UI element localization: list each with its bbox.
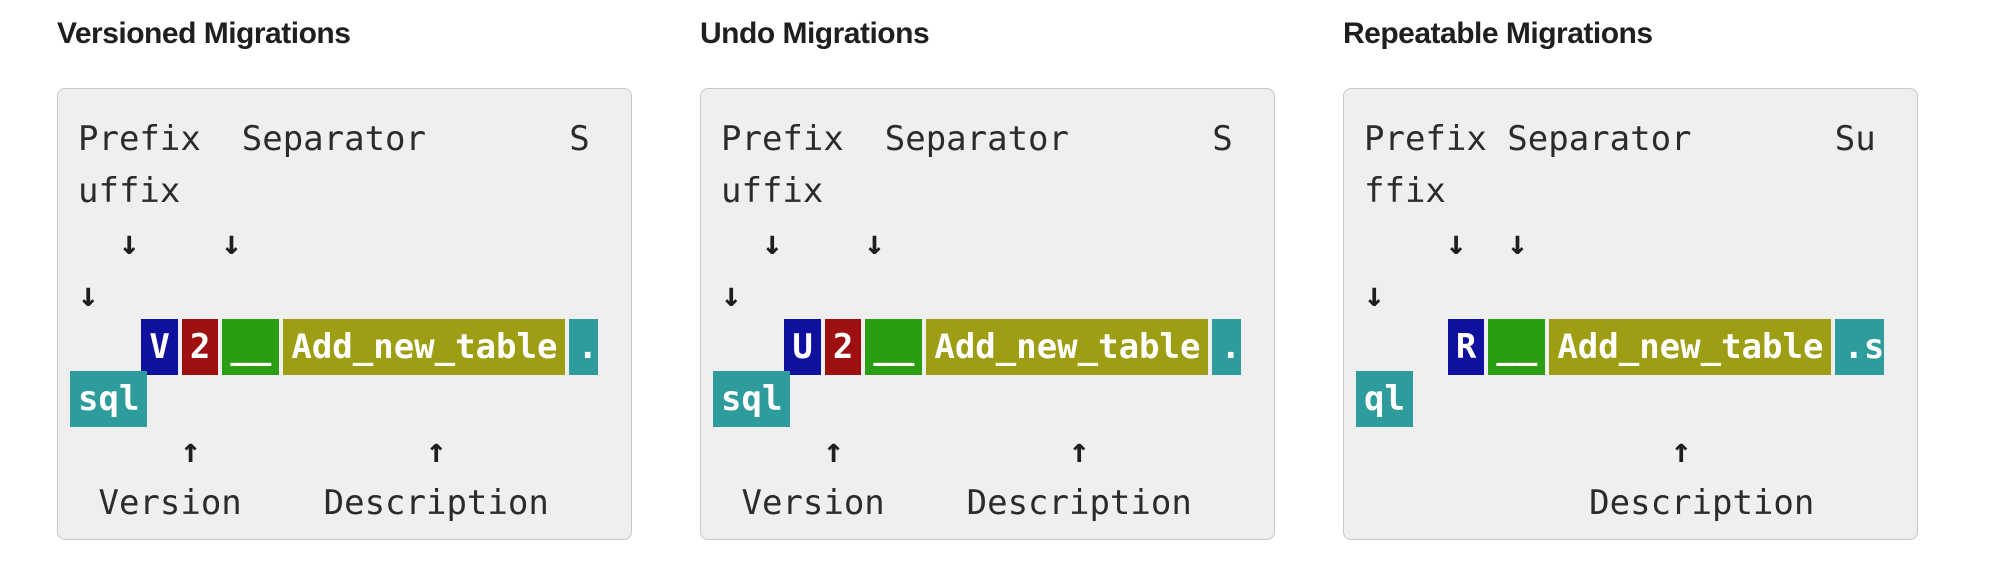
top-labels-line-1: Prefix Separator Su — [1364, 119, 1876, 159]
bottom-labels: Version Description — [78, 483, 549, 523]
suffix-segment-wrapped: sql — [713, 371, 791, 427]
migration-naming-diagrams: Versioned Migrations Prefix Separator S … — [57, 16, 1918, 540]
separator-segment: __ — [222, 319, 280, 375]
repeatable-migrations-section: Repeatable Migrations Prefix Separator S… — [1343, 16, 1918, 540]
suffix-segment-start: . — [1212, 319, 1241, 375]
suffix-segment-wrapped: ql — [1356, 371, 1413, 427]
separator-segment: __ — [865, 319, 923, 375]
prefix-segment: V — [141, 319, 178, 375]
undo-migrations-section: Undo Migrations Prefix Separator S uffix… — [700, 16, 1275, 540]
top-labels-line-2: ffix — [1364, 171, 1446, 211]
down-arrow-suffix: ↓ — [721, 275, 742, 315]
down-arrow-suffix: ↓ — [1364, 275, 1385, 315]
down-arrows-row-1: ↓ ↓ — [78, 223, 242, 263]
filename-wrap-line: sql — [713, 371, 1264, 427]
prefix-segment: R — [1447, 319, 1485, 375]
description-segment: Add_new_table — [1549, 319, 1832, 375]
version-segment: 2 — [181, 319, 219, 375]
version-segment: 2 — [824, 319, 862, 375]
up-arrows-row: ↑ ↑ — [721, 431, 1090, 471]
bottom-labels: Description — [1364, 483, 1815, 523]
top-labels-line-1: Prefix Separator S — [721, 119, 1233, 159]
up-arrows-row: ↑ ↑ — [78, 431, 447, 471]
filename-indent — [78, 327, 139, 367]
bottom-labels: Version Description — [721, 483, 1192, 523]
down-arrow-suffix: ↓ — [78, 275, 99, 315]
prefix-segment: U — [784, 319, 821, 375]
separator-segment: __ — [1488, 319, 1546, 375]
repeatable-migrations-panel: Prefix Separator Su ffix ↓ ↓ ↓ R__Add_ne… — [1343, 88, 1918, 540]
suffix-segment-start: . — [569, 319, 598, 375]
undo-migrations-title: Undo Migrations — [700, 17, 930, 50]
top-labels-line-2: uffix — [78, 171, 181, 211]
filename-indent — [721, 327, 782, 367]
suffix-segment-wrapped: sql — [70, 371, 148, 427]
top-labels-line-2: uffix — [721, 171, 824, 211]
repeatable-migrations-title: Repeatable Migrations — [1343, 17, 1653, 50]
top-labels-line-1: Prefix Separator S — [78, 119, 590, 159]
filename-indent — [1364, 327, 1446, 367]
down-arrows-row-1: ↓ ↓ — [721, 223, 885, 263]
down-arrows-row-1: ↓ ↓ — [1364, 223, 1528, 263]
description-segment: Add_new_table — [283, 319, 566, 375]
filename-wrap-line: ql — [1356, 371, 1907, 427]
filename-line: R__Add_new_table.s — [1364, 319, 1907, 375]
description-segment: Add_new_table — [926, 319, 1209, 375]
versioned-migrations-section: Versioned Migrations Prefix Separator S … — [57, 16, 632, 540]
filename-wrap-line: sql — [70, 371, 621, 427]
up-arrows-row: ↑ — [1364, 431, 1692, 471]
suffix-segment-start: .s — [1835, 319, 1885, 375]
versioned-migrations-title: Versioned Migrations — [57, 17, 351, 50]
